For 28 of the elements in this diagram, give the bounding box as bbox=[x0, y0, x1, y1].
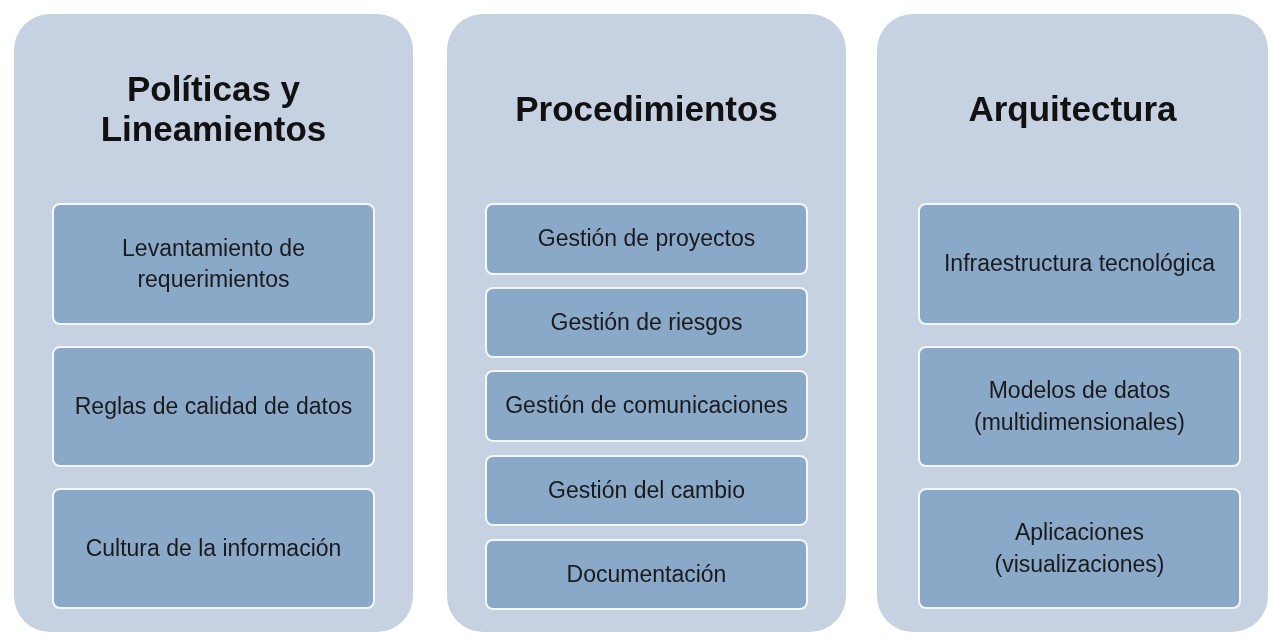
panel-heading: Procedimientos bbox=[514, 87, 779, 130]
category-panel bbox=[447, 14, 846, 632]
item-box bbox=[485, 539, 808, 610]
item-label: Gestión del cambio bbox=[548, 475, 745, 505]
item-label: Levantamiento de requerimientos bbox=[121, 233, 306, 294]
item-box bbox=[52, 488, 375, 609]
item-box bbox=[52, 346, 375, 467]
panel-heading: Arquitectura bbox=[967, 87, 1178, 130]
item-label: Documentación bbox=[566, 559, 727, 589]
category-panel bbox=[877, 14, 1268, 632]
category-panel bbox=[14, 14, 413, 632]
item-label: Gestión de riesgos bbox=[550, 307, 743, 337]
item-label: Aplicaciones (visualizaciones) bbox=[993, 518, 1166, 579]
item-box bbox=[918, 203, 1241, 325]
item-box bbox=[485, 203, 808, 275]
item-box bbox=[918, 488, 1241, 609]
item-box bbox=[485, 370, 808, 442]
item-label: Reglas de calidad de datos bbox=[74, 391, 353, 421]
item-label: Cultura de la información bbox=[85, 533, 342, 563]
item-label: Gestión de comunicaciones bbox=[505, 391, 788, 421]
item-box bbox=[52, 203, 375, 325]
item-box bbox=[485, 287, 808, 358]
item-box bbox=[485, 455, 808, 526]
item-label: Gestión de proyectos bbox=[537, 224, 756, 254]
panel-heading: Políticas y Lineamientos bbox=[99, 67, 328, 150]
item-label: Infraestructura tecnológica bbox=[943, 249, 1215, 279]
item-label: Modelos de datos (multidimensionales) bbox=[973, 376, 1186, 437]
item-box bbox=[918, 346, 1241, 467]
